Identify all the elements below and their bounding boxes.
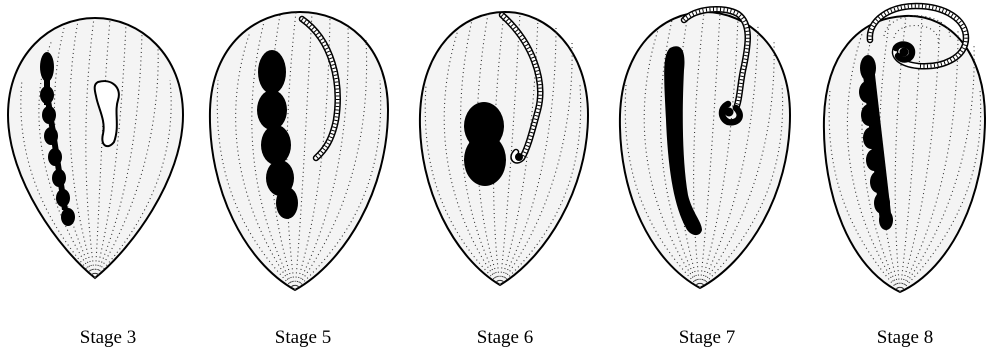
cell-stage-7 — [620, 9, 790, 288]
strand-coil — [725, 108, 734, 117]
cell-outline — [210, 12, 388, 290]
stage-label: Stage 5 — [233, 327, 373, 349]
cell-outline — [420, 12, 588, 285]
cell-stage-8 — [824, 6, 985, 292]
stage-label: Stage 6 — [435, 327, 575, 349]
stage-label: Stage 3 — [38, 327, 178, 349]
cell-stage-6 — [420, 12, 588, 285]
macronucleus — [464, 102, 506, 186]
cell-stage-5 — [210, 12, 388, 290]
strand-coil — [900, 48, 909, 57]
stage-label: Stage 8 — [835, 327, 975, 349]
stage-label: Stage 7 — [637, 327, 777, 349]
cell-stage-3 — [8, 18, 183, 278]
strand-coil — [515, 153, 523, 161]
cell-outline — [8, 18, 183, 278]
cell-outline — [620, 12, 790, 288]
